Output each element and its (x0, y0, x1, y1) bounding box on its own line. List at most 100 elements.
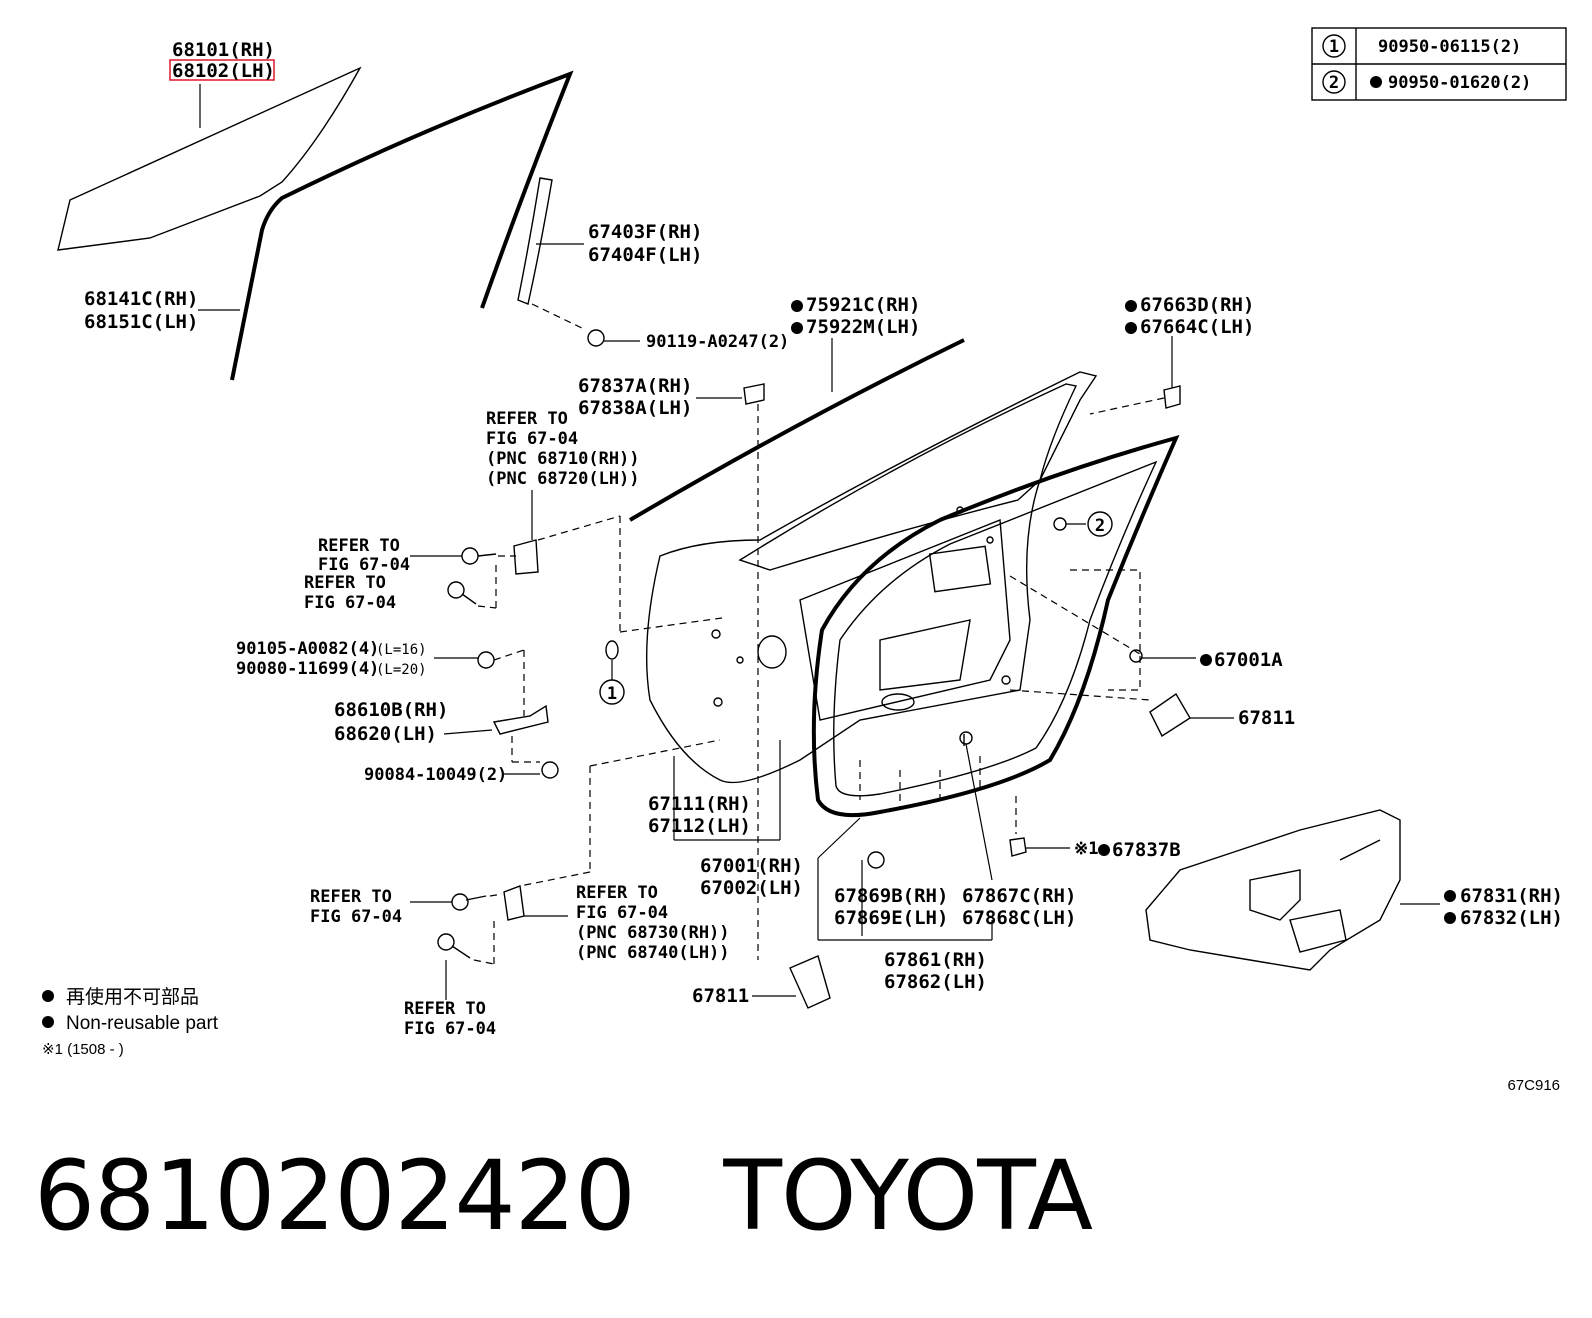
belt-moulding-drawing (628, 300, 965, 522)
callout-2-icon (1087, 511, 1113, 537)
clip-b-drawing (1009, 837, 1110, 857)
table-row-2-part: 90950-01620(2) (1388, 73, 1531, 93)
svg-text:67869B(RH): 67869B(RH) (834, 885, 948, 907)
label-glass-rh: 68101(RH) (172, 39, 275, 61)
svg-text:REFER TO: REFER TO (318, 536, 400, 556)
service-hole-cover-drawing (1145, 809, 1456, 971)
seal-67811-bottom-drawing (752, 955, 831, 1009)
frame-cover-drawing (1089, 300, 1181, 415)
label-sash-rh: 67403F(RH) (588, 221, 702, 243)
svg-text:FIG 67-04: FIG 67-04 (576, 903, 668, 923)
sash-channel-drawing (517, 177, 640, 347)
svg-text:REFER TO: REFER TO (404, 999, 486, 1019)
svg-text:REFER TO: REFER TO (304, 573, 386, 593)
lower-hinge-drawing (410, 739, 721, 1000)
non-reusable-dot-icon (1370, 76, 1382, 88)
svg-text:90105-A0082(4): 90105-A0082(4) (236, 639, 379, 659)
glass-run-drawing (198, 70, 574, 381)
svg-text:67868C(LH): 67868C(LH) (962, 907, 1076, 929)
weatherstrip-clips-drawing (817, 731, 993, 941)
trim-dashed-outline (859, 569, 1151, 834)
svg-text:(PNC 68740(LH)): (PNC 68740(LH)) (576, 943, 730, 963)
bolt-icon (451, 893, 469, 911)
label-clip-a-lh: 67838A(LH) (578, 397, 692, 419)
svg-text:FIG 67-04: FIG 67-04 (304, 593, 396, 613)
svg-text:68610B(RH): 68610B(RH) (334, 699, 448, 721)
svg-text:67001(RH): 67001(RH) (700, 855, 803, 877)
label-run-rh: 68141C(RH) (84, 288, 198, 310)
label-sash-lh: 67404F(LH) (588, 244, 702, 266)
door-glass-drawing (57, 66, 362, 251)
svg-text:67112(LH): 67112(LH) (648, 815, 751, 837)
svg-text:67002(LH): 67002(LH) (700, 877, 803, 899)
svg-text:FIG 67-04: FIG 67-04 (318, 555, 410, 575)
label-seal-67811-bottom: 67811 (692, 985, 749, 1007)
plug-callout-2: 2 (1053, 511, 1113, 537)
callout-1-icon (1322, 34, 1346, 58)
figure-code: 67C916 (1507, 1077, 1560, 1094)
svg-text:(PNC 68730(RH)): (PNC 68730(RH)) (576, 923, 730, 943)
svg-text:2: 2 (1095, 516, 1105, 536)
svg-text:67869E(LH): 67869E(LH) (834, 907, 948, 929)
svg-text:1: 1 (607, 684, 617, 704)
clip-a-drawing (696, 383, 765, 960)
screw-icon (587, 329, 605, 347)
label-clip-b-note: ※1 (1074, 839, 1098, 859)
label-clip-a-rh: 67837A(RH) (578, 375, 692, 397)
legend-cn: 再使用不可部品 (66, 986, 199, 1008)
label-clip-b: 67837B (1112, 839, 1181, 861)
svg-text:(PNC 68710(RH)): (PNC 68710(RH)) (486, 449, 640, 469)
svg-text:1: 1 (1329, 37, 1339, 57)
svg-text:67862(LH): 67862(LH) (884, 971, 987, 993)
label-glass-lh: 68102(LH) (172, 60, 275, 82)
label-run-lh: 68151C(LH) (84, 311, 198, 333)
svg-text:REFER TO: REFER TO (486, 409, 568, 429)
svg-text:REFER TO: REFER TO (576, 883, 658, 903)
bolt-icon (541, 761, 559, 779)
label-plug-67001a: 67001A (1214, 649, 1283, 671)
svg-text:FIG 67-04: FIG 67-04 (486, 429, 578, 449)
plug-callout-1: 1 (599, 640, 625, 705)
caption-part-number: 6810202420 (34, 1140, 636, 1252)
svg-text:67832(LH): 67832(LH) (1460, 907, 1563, 929)
caption-brand: TOYOTA (723, 1140, 1093, 1252)
svg-text:(L=20): (L=20) (376, 662, 427, 678)
svg-text:67867C(RH): 67867C(RH) (962, 885, 1076, 907)
svg-text:68620(LH): 68620(LH) (334, 723, 437, 745)
fastener-table: 1 2 90950-06115(2) 90950-01620(2) (1311, 27, 1567, 101)
legend-en: Non-reusable part (66, 1013, 219, 1034)
label-cover-lh: 67664C(LH) (1140, 316, 1254, 338)
svg-text:(PNC 68720(LH)): (PNC 68720(LH)) (486, 469, 640, 489)
door-weatherstrip-drawing (811, 434, 1180, 818)
label-screw-a0247: 90119-A0247(2) (646, 332, 789, 352)
upper-hinge-drawing (410, 490, 723, 633)
callout-2-icon (1322, 70, 1346, 94)
table-row-1-part: 90950-06115(2) (1378, 37, 1521, 57)
label-belt-rh: 75921C(RH) (806, 294, 920, 316)
svg-text:2: 2 (1329, 73, 1339, 93)
seal-67811-right-drawing (1149, 692, 1234, 738)
label-cover-rh: 67663D(RH) (1140, 294, 1254, 316)
label-seal-67811-right: 67811 (1238, 707, 1295, 729)
label-belt-lh: 75922M(LH) (806, 316, 920, 338)
door-check-drawing (434, 649, 559, 779)
svg-text:REFER TO: REFER TO (310, 887, 392, 907)
bolt-icon (437, 933, 455, 951)
bolt-icon (477, 651, 495, 669)
bolt-icon (461, 547, 479, 565)
svg-text:FIG 67-04: FIG 67-04 (310, 907, 402, 927)
svg-text:(L=16): (L=16) (376, 642, 427, 658)
part-caption: 6810202420 TOYOTA (34, 1140, 1093, 1252)
legend: 再使用不可部品 Non-reusable part ※1 (1508 - ) (42, 986, 219, 1058)
svg-text:67831(RH): 67831(RH) (1460, 885, 1563, 907)
svg-text:90080-11699(4): 90080-11699(4) (236, 659, 379, 679)
svg-text:67111(RH): 67111(RH) (648, 793, 751, 815)
svg-text:67861(RH): 67861(RH) (884, 949, 987, 971)
highlight-box (169, 59, 275, 81)
svg-text:FIG 67-04: FIG 67-04 (404, 1019, 496, 1039)
legend-note: ※1 (1508 - ) (42, 1041, 124, 1058)
callout-1-icon (599, 679, 625, 705)
plug-67001a-drawing (1129, 649, 1212, 666)
